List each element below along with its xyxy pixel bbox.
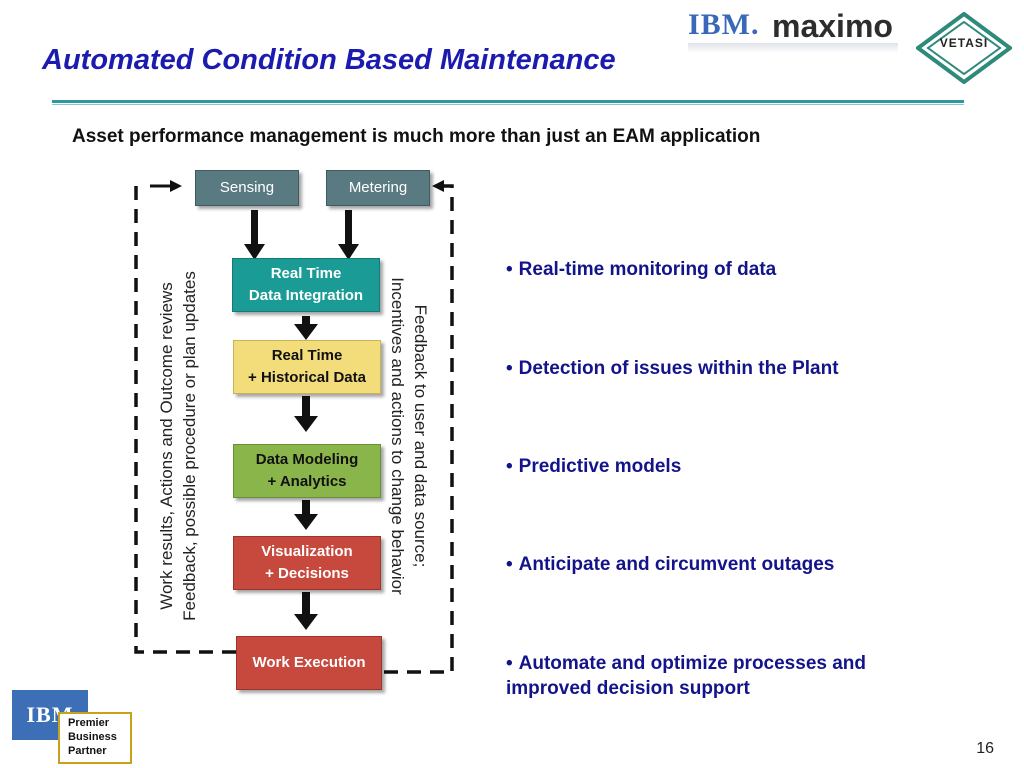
partner-line2: Business (68, 730, 117, 743)
bullet-item: •Real-time monitoring of data (506, 258, 926, 283)
arrow-metering-head (338, 244, 359, 260)
left-loop-line1: Work results, Actions and Outcome review… (157, 282, 177, 610)
arrow-3-shaft (302, 500, 310, 516)
right-loop-text: Feedback to user and data source; Incent… (385, 277, 431, 595)
arrow-4-shaft (302, 592, 310, 616)
bullet-item: •Anticipate and circumvent outages (506, 553, 926, 578)
bullet-dot-icon: • (506, 358, 513, 379)
premier-partner-badge: Premier Business Partner (58, 712, 132, 764)
arrow-1-shaft (302, 316, 310, 326)
vetasi-logo-text: VETASI (939, 36, 989, 50)
bullet-dot-icon: • (506, 456, 513, 477)
arrow-4-head (294, 614, 318, 630)
arrow-sensing-shaft (251, 210, 258, 246)
right-loop-line1: Feedback to user and data source; (410, 304, 430, 568)
visualization-line2: + Decisions (265, 565, 349, 582)
work-execution-box: Work Execution (236, 636, 382, 690)
partner-line3: Partner (68, 744, 107, 757)
realtime-integration-line2: Data Integration (248, 287, 364, 304)
bullet-text: Anticipate and circumvent outages (518, 554, 835, 575)
arrow-2-head (294, 416, 318, 432)
arrow-3-head (294, 514, 318, 530)
visualization-line1: Visualization (261, 543, 353, 561)
bullet-item: •Detection of issues within the Plant (506, 357, 926, 382)
sensing-label: Sensing (219, 179, 275, 197)
work-execution-label: Work Execution (252, 654, 366, 672)
realtime-historical-box: Real Time + Historical Data (233, 340, 381, 394)
bullet-item: •Predictive models (506, 455, 926, 480)
ibm-logo: IBM. (688, 8, 760, 41)
vetasi-logo-icon (916, 12, 1012, 84)
left-feedback-loop (134, 186, 236, 654)
data-modeling-line1: Data Modeling (255, 451, 359, 469)
realtime-historical-line1: Real Time (271, 347, 343, 365)
left-loop-line2: Feedback, possible procedure or plan upd… (180, 271, 199, 621)
header-rule-thin (52, 104, 964, 105)
bullet-text: Detection of issues within the Plant (518, 358, 839, 379)
realtime-integration-box: Real Time Data Integration (232, 258, 380, 312)
bullet-text: Predictive models (518, 456, 682, 477)
data-modeling-box: Data Modeling + Analytics (233, 444, 381, 498)
right-loop-line2: Incentives and actions to change behavio… (388, 277, 407, 595)
metering-box: Metering (326, 170, 430, 206)
realtime-integration-line1: Real Time (270, 265, 342, 283)
bullet-dot-icon: • (506, 653, 513, 674)
partner-line1: Premier (68, 717, 109, 729)
arrow-metering-shaft (345, 210, 352, 246)
bullet-text: Real-time monitoring of data (518, 259, 777, 280)
page-title: Automated Condition Based Maintenance (42, 44, 616, 76)
left-loop-text: Work results, Actions and Outcome review… (156, 271, 202, 621)
bullet-text: Automate and optimize processes and impr… (506, 653, 867, 699)
realtime-historical-line2: + Historical Data (248, 369, 366, 386)
bullet-item: •Automate and optimize processes and imp… (506, 652, 946, 701)
slide-subtitle: Asset performance management is much mor… (72, 126, 761, 147)
visualization-box: Visualization + Decisions (233, 536, 381, 590)
maximo-logo: maximo (772, 8, 893, 44)
metering-label: Metering (348, 179, 408, 197)
page-number: 16 (976, 740, 994, 757)
data-modeling-line2: + Analytics (267, 473, 347, 490)
loop-arrowhead-right (432, 180, 444, 192)
arrow-1-head (294, 324, 318, 340)
arrow-2-shaft (302, 396, 310, 418)
sensing-box: Sensing (195, 170, 299, 206)
logo-reflection (688, 43, 898, 53)
bullet-dot-icon: • (506, 554, 513, 575)
header-rule (52, 100, 964, 103)
bullet-dot-icon: • (506, 259, 513, 280)
arrow-sensing-head (244, 244, 265, 260)
loop-arrowhead-left (170, 180, 182, 192)
